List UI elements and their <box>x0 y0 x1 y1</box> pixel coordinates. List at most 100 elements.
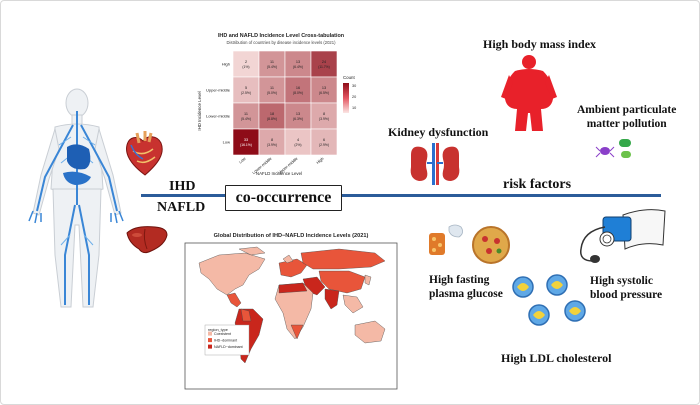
crosstab-cell-count: 13 <box>296 112 300 116</box>
crosstab-cell-percent: (3.9%) <box>267 143 277 147</box>
risk-sbp-label: High systolic blood pressure <box>590 274 662 302</box>
timeline-axis <box>141 194 661 197</box>
crosstab-legend-tick: 20 <box>352 95 356 99</box>
crosstab-row-label: Upper-middle <box>206 88 231 93</box>
region-southern-africa <box>290 324 304 340</box>
crosstab-cell <box>284 128 312 156</box>
map-legend-swatch <box>208 338 212 343</box>
region-russia <box>300 248 386 270</box>
obese-body-icon <box>501 55 557 131</box>
crosstab-cell-count: 13 <box>322 86 326 90</box>
crosstab-cell <box>258 76 286 104</box>
crosstab-cell-percent: (2.9%) <box>319 143 329 147</box>
crosstab-cell <box>258 102 286 130</box>
crosstab-cell-percent: (11.7%) <box>318 65 330 69</box>
crosstab-row-label: Low <box>223 140 230 145</box>
crosstab-cell-percent: (5.4%) <box>267 65 277 69</box>
region-japan <box>364 274 372 286</box>
map-legend-swatch <box>208 344 212 349</box>
crosstab-cell-percent: (6.3%) <box>293 117 303 121</box>
region-southeast-asia <box>342 294 364 314</box>
crosstab-cell-percent: (16.1%) <box>240 143 252 147</box>
map-legend-swatch <box>208 331 212 336</box>
region-australia <box>354 320 386 344</box>
risk-glucose-line2: plasma glucose <box>429 288 503 300</box>
crosstab-cell <box>310 76 338 104</box>
crosstab-cell-percent: (2%) <box>294 143 301 147</box>
crosstab-xlabel: NAFLD Incidence Level <box>256 171 302 176</box>
crosstab-cell-count: 33 <box>244 138 248 142</box>
crosstab-cell-count: 5 <box>245 86 247 90</box>
region-north-america <box>198 252 266 296</box>
crosstab-cell-percent: (5.0%) <box>267 91 277 95</box>
risk-pm-line2: matter pollution <box>586 118 667 130</box>
world-map-panel: Global Distribution of IHD−NAFLD Inciden… <box>179 229 403 391</box>
crosstab-cell-count: 11 <box>244 112 248 116</box>
region-east-asia <box>318 270 366 294</box>
risk-ldl-label: High LDL cholesterol <box>501 351 612 365</box>
crosstab-legend-title: Count <box>343 75 355 80</box>
risk-sbp-line2: blood pressure <box>590 289 663 301</box>
region-south-asia <box>324 288 340 310</box>
crosstab-cell <box>258 50 286 78</box>
blood-pressure-cuff-icon <box>580 209 666 263</box>
risk-sbp-line1: High systolic <box>590 275 653 287</box>
crosstab-cell-percent: (6.5%) <box>319 91 329 95</box>
risk-glucose-line1: High fasting <box>429 274 490 286</box>
crosstab-cell <box>258 128 286 156</box>
crosstab-legend-tick: 30 <box>352 84 356 88</box>
artery-plaque-icon <box>512 274 586 326</box>
region-north-africa <box>278 282 308 294</box>
crosstab-cell <box>310 50 338 78</box>
region-south-america-north <box>240 308 252 322</box>
crosstab-cell-count: 11 <box>270 60 274 64</box>
crosstab-legend-tick: 10 <box>352 106 356 110</box>
crosstab-cell <box>284 102 312 130</box>
crosstab-cell <box>232 128 260 156</box>
crosstab-cell-count: 18 <box>270 112 274 116</box>
crosstab-cell-count: 8 <box>271 138 273 142</box>
crosstab-subtitle: Distribution of countries by disease inc… <box>227 40 337 45</box>
region-greenland-arctic <box>238 246 266 256</box>
risk-glucose-label: High fasting plasma glucose <box>429 273 503 301</box>
crosstab-cell <box>232 76 260 104</box>
crosstab-col-label: Low <box>238 156 247 165</box>
region-scandinavia <box>282 254 294 264</box>
liver-icon <box>126 226 168 254</box>
human-anatomy-icon <box>28 88 124 308</box>
map-legend-label: Coexistent <box>214 332 231 336</box>
risk-kidney-label: Kidney dysfunction <box>388 125 489 139</box>
microbe-icon <box>595 139 631 158</box>
crosstab-cell-count: 8 <box>323 112 325 116</box>
region-europe <box>278 258 308 278</box>
crosstab-cell-count: 6 <box>323 138 325 142</box>
map-legend-label: NAFLD−dominant <box>214 345 243 349</box>
map-legend-title: region_type <box>208 328 228 332</box>
crosstab-cell-count: 11 <box>270 86 274 90</box>
map-legend-label: IHD−dominant <box>214 339 237 343</box>
ihd-label: IHD <box>169 179 196 194</box>
crosstab-legend-bar <box>343 83 349 113</box>
risk-pm-line1: Ambient particulate <box>577 104 677 116</box>
crosstab-cell-percent: (5.4%) <box>241 117 251 121</box>
crosstab-cell <box>232 50 260 78</box>
crosstab-cell <box>310 102 338 130</box>
crosstab-cell-count: 24 <box>322 60 326 64</box>
world-map: Global Distribution of IHD−NAFLD Inciden… <box>184 233 398 390</box>
crosstab-heatmap-panel: IHD and NAFLD Incidence Level Cross-tabu… <box>197 31 365 177</box>
crosstab-cell-percent: (8.8%) <box>267 117 277 121</box>
risk-pm-label: Ambient particulate matter pollution <box>577 103 676 131</box>
risk-factors-label: risk factors <box>503 177 572 192</box>
crosstab-ylabel: IHD Incidence Level <box>197 91 202 130</box>
crosstab-cell <box>232 102 260 130</box>
crosstab-cell-count: 2 <box>245 60 247 64</box>
crosstab-col-label: High <box>315 156 325 165</box>
crosstab-cell-percent: (2.5%) <box>241 91 251 95</box>
map-title: Global Distribution of IHD−NAFLD Inciden… <box>214 233 369 239</box>
food-icon <box>429 224 510 264</box>
crosstab-row-label: Lower-middle <box>206 114 231 119</box>
crosstab-cell <box>284 76 312 104</box>
crosstab-heatmap: IHD and NAFLD Incidence Level Cross-tabu… <box>197 33 356 176</box>
crosstab-cell-count: 16 <box>296 86 300 90</box>
